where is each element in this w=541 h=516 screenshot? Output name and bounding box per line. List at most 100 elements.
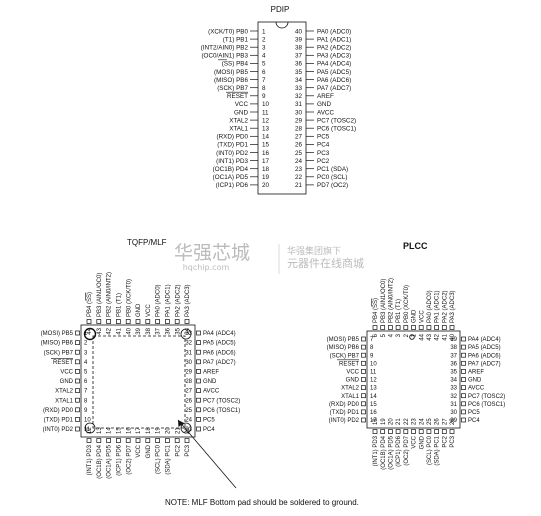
plcc-pin-pad (361, 417, 366, 423)
tqfp-pin-pad (86, 438, 92, 443)
tqfp-pin-number: 15 (117, 427, 123, 434)
tqfp-pin-pad (135, 319, 141, 324)
tqfp-pin-number: 23 (185, 427, 192, 433)
plcc-pin-number: 27 (442, 418, 448, 425)
plcc-pin-number: 23 (412, 418, 418, 425)
tqfp-pin-pad (86, 319, 92, 324)
tqfp-pin-pad (75, 378, 80, 384)
plcc-pin-pad (434, 325, 439, 330)
plcc-pin-number: 29 (450, 418, 457, 424)
tqfp-pin-label: VCC (60, 370, 73, 376)
tqfp-pin-number: 10 (84, 418, 91, 424)
tqfp-pin-pad (196, 340, 201, 345)
tqfp-pin-label: PA3 (ADC3) (185, 284, 191, 317)
watermark-line2: 元器件在线商城 (287, 256, 364, 270)
plcc-pin-pad (449, 429, 455, 434)
tqfp-pin-pad (106, 438, 111, 443)
tqfp-pin-number: 41 (117, 327, 123, 334)
plcc-pin-label: VCC (412, 435, 418, 448)
tqfp-pin-number: 16 (126, 427, 132, 434)
pdip-pin-label: PC7 (TOSC2) (317, 117, 356, 124)
pdip-pin-number: 26 (295, 142, 303, 149)
pdip-pin-number: 14 (262, 134, 270, 141)
tqfp-pad-pointer-arrowhead (178, 420, 184, 427)
tqfp-pin-label: PA1 (ADC1) (166, 284, 172, 317)
pdip-pin-label: PC6 (TOSC1) (317, 126, 356, 133)
plcc-pin-number: 17 (370, 418, 377, 424)
plcc-pin-label: PA3 (ADC3) (450, 290, 456, 323)
plcc-pin-label: (SCK) PB7 (330, 353, 360, 359)
plcc-pin-pad (461, 352, 466, 358)
pdip-pin-label: (SCK) PB7 (217, 85, 248, 92)
plcc-pin-pad (411, 325, 416, 330)
plcc-pin-pad (461, 336, 466, 342)
plcc-pin-number: 4 (389, 333, 395, 337)
tqfp-pin-pad (145, 438, 151, 443)
tqfp-pin-label: PA4 (ADC4) (203, 331, 236, 337)
pdip-pin-label: PA3 (ADC3) (317, 53, 351, 60)
plcc-pin-label: AREF (468, 370, 484, 376)
tqfp-pin-pad (174, 319, 180, 324)
watermark: 华强芯城 hqchip.com 华强集团旗下 元器件在线商城 (174, 242, 364, 274)
pdip-pin-label: PD7 (OC2) (317, 182, 348, 189)
plcc-pin-pad (461, 377, 466, 382)
pdip-pin-label: PA7 (ADC7) (317, 85, 351, 92)
tqfp-pin-label: (TXD) PD1 (44, 418, 74, 424)
plcc-pin-label: PB2 (AIN0/INT2) (389, 278, 395, 323)
pdip-pin-number: 27 (295, 134, 303, 141)
plcc-pin-number: 43 (427, 333, 433, 340)
plcc-pin-pad (361, 344, 366, 350)
plcc-pin-number: 18 (373, 418, 379, 425)
pdip-pin-label: (XCK/T0) PB0 (208, 28, 248, 35)
tqfp-pin-number: 13 (97, 427, 103, 434)
tqfp-pin-label: (SCK) PB7 (44, 350, 74, 356)
tqfp-pin-number: 5 (84, 370, 88, 376)
tqfp-pin-label: PC5 (203, 418, 215, 424)
tqfp-pin-pad (196, 330, 201, 336)
pdip-notch (275, 21, 289, 29)
tqfp-pin-pad (196, 426, 201, 432)
plcc-pin-label: XTAL1 (341, 394, 360, 400)
tqfp-pin-label: PC4 (203, 427, 215, 433)
tqfp-pin-pad (196, 359, 201, 365)
tqfp-pin-number: 36 (166, 327, 172, 334)
pdip-pin-number: 31 (295, 101, 303, 108)
tqfp-pin-pad (165, 319, 170, 324)
plcc-pin-label: PA7 (ADC7) (468, 361, 501, 367)
pdip-pin-number: 4 (262, 53, 266, 60)
tqfp-pin-label: (ICP1) PD6 (117, 444, 123, 475)
tqfp-pad-pointer (177, 419, 237, 489)
plcc-pin-number: 42 (435, 333, 441, 340)
tqfp-pin-number: 38 (146, 327, 152, 334)
tqfp-pin-number: 22 (185, 427, 191, 434)
pdip-pin-number: 17 (262, 158, 270, 165)
plcc-pin-number: 7 (370, 337, 374, 343)
tqfp-pin-label: AREF (203, 370, 219, 376)
plcc-pin-number: 5 (381, 333, 387, 337)
tqfp-pin-label: VCC (136, 444, 142, 457)
pdip-pin-number: 34 (295, 77, 303, 84)
plcc-pin-number: 16 (370, 410, 377, 416)
tqfp-pin-number: 3 (84, 350, 88, 356)
plcc-pin-pad (395, 429, 401, 434)
pdip-pin-label: PA4 (ADC4) (317, 61, 351, 68)
tqfp-corner-circle (180, 422, 192, 434)
tqfp-pin-pad (75, 369, 80, 374)
pdip-pin-label: PC4 (317, 142, 330, 149)
plcc-pin-label: (INT1) PD3 (373, 435, 379, 466)
pdip-pin-number: 5 (262, 61, 266, 68)
pdip-pin-label: (RXD) PD0 (217, 134, 249, 141)
plcc-pin-label: (OC2) PD7 (404, 435, 410, 465)
pdip-pin-number: 6 (262, 69, 266, 76)
tqfp-pin-label: GND (60, 379, 74, 385)
tqfp-title: TQFP/MLF (127, 238, 167, 247)
tqfp-pin-number: 18 (146, 427, 152, 434)
tqfp-pin-label: PB1 (T1) (117, 293, 123, 317)
plcc-pin-number: 44 (419, 333, 425, 340)
plcc-pin-number: 1 (412, 333, 418, 337)
plcc-pin-number: 15 (370, 402, 377, 408)
